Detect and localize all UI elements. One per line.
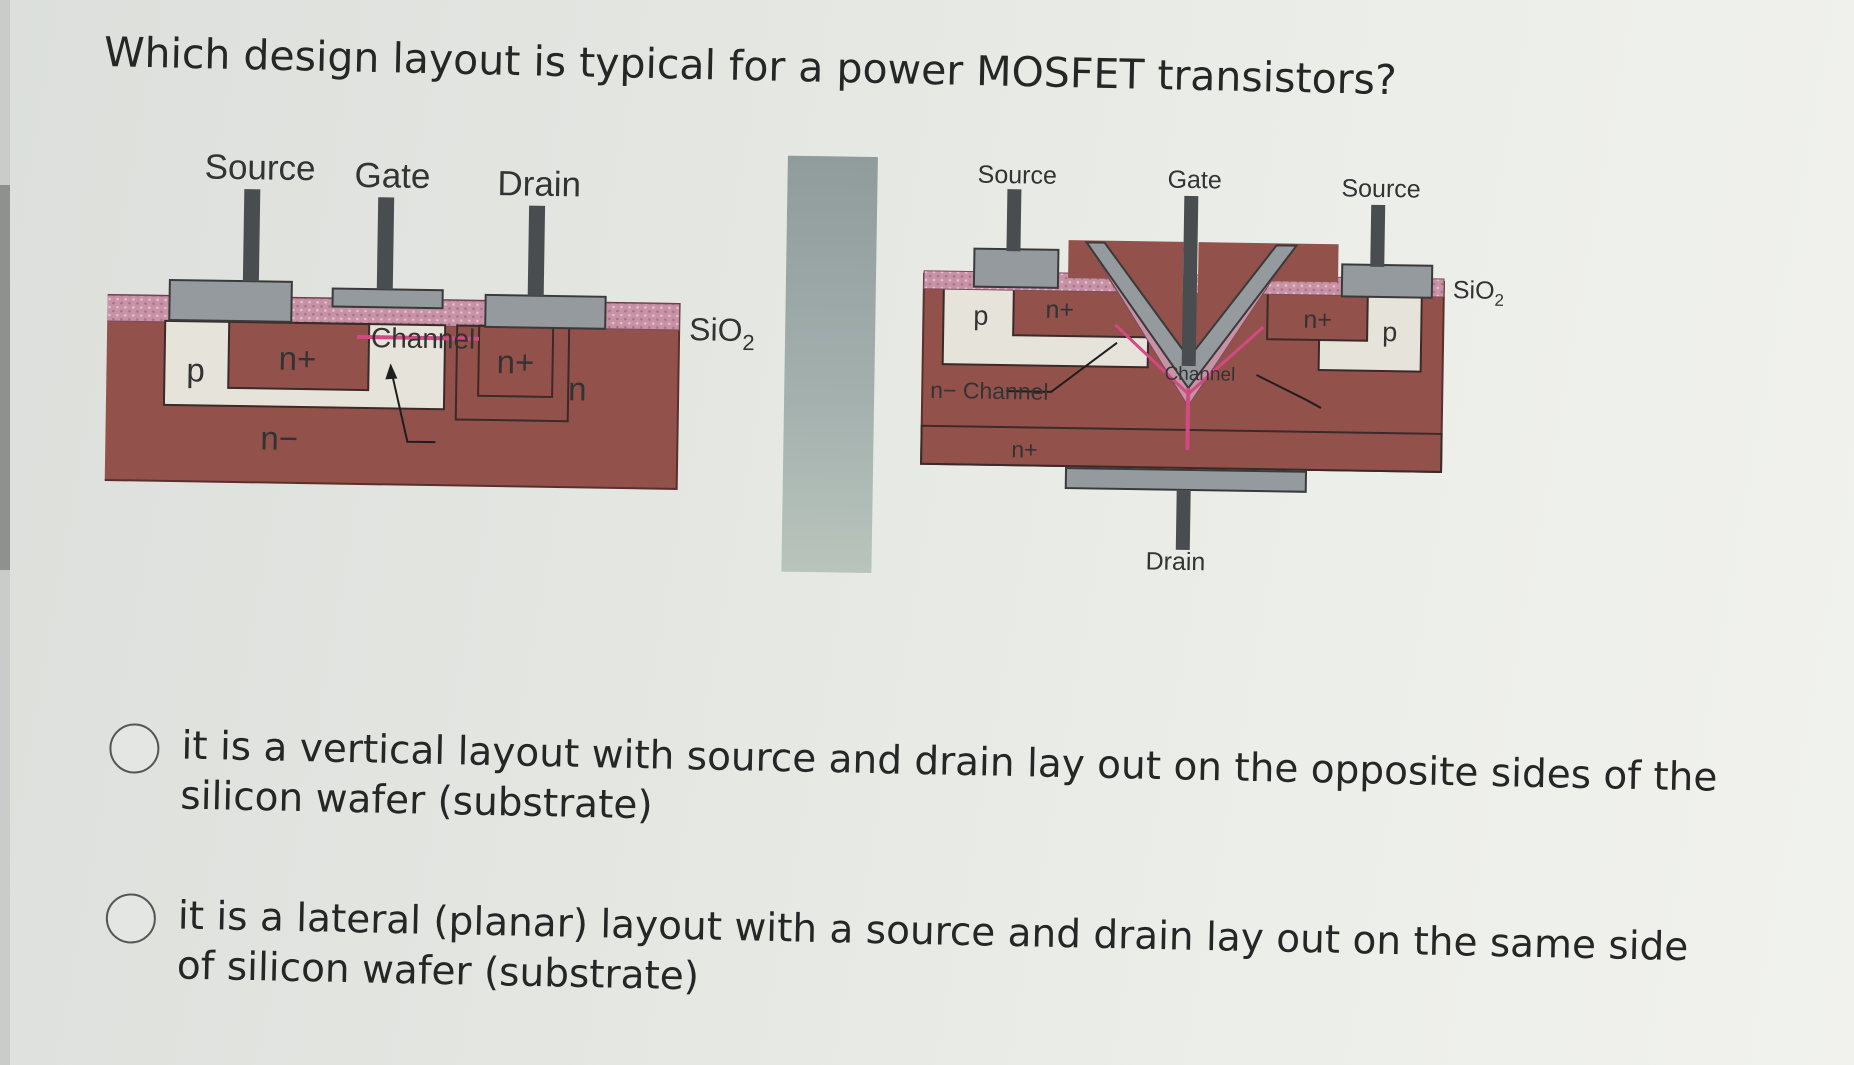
vertical-drain-contact	[1064, 467, 1308, 493]
vertical-channel-line-left	[1114, 323, 1190, 396]
question-text: Which design layout is typical for a pow…	[103, 28, 1398, 105]
lateral-drain-lead	[527, 205, 546, 296]
lateral-channel-pointer	[389, 367, 436, 444]
vertical-n-channel-pointer	[1006, 342, 1118, 393]
lateral-label-oxide: SiO2	[689, 311, 755, 355]
lateral-label-p: p	[186, 351, 205, 388]
lateral-label-substrate: n−	[260, 419, 298, 457]
lateral-channel-arrow	[356, 334, 480, 341]
vertical-source-lead-left	[1006, 189, 1022, 252]
lateral-source-contact	[168, 278, 293, 323]
lateral-label-drain-region: n+	[496, 343, 534, 381]
vertical-label-channel: Channel	[1164, 364, 1235, 386]
lateral-label-n: n	[568, 370, 587, 407]
option-lateral-text: it is a lateral (planar) layout with a s…	[176, 893, 1689, 1000]
lateral-label-gate: Gate	[354, 156, 430, 196]
option-lateral-layout[interactable]: it is a lateral (planar) layout with a s…	[104, 890, 1806, 1026]
vertical-label-p-left: p	[973, 301, 989, 331]
vertical-channel-line-right	[1187, 326, 1265, 396]
lateral-source-lead	[242, 189, 261, 282]
lateral-label-channel: Channel	[371, 322, 476, 355]
vertical-source-lead-right	[1370, 204, 1386, 268]
left-edge-shadow-dark	[0, 185, 10, 570]
vertical-label-substrate: n+	[1011, 436, 1038, 462]
vertical-source-contact-left	[972, 247, 1060, 289]
figure-panel: Source Gate Drain SiO2 Channel p n+ n+ n…	[101, 145, 1800, 711]
lateral-source-region	[227, 320, 371, 392]
vertical-source-contact-right	[1340, 263, 1434, 299]
vertical-label-source-right: Source	[1341, 174, 1421, 203]
diagram-separator	[781, 145, 879, 574]
vertical-gate-lead	[1181, 195, 1199, 367]
vertical-channel-arrow-down	[1185, 387, 1191, 450]
vertical-label-source-left: Source	[977, 161, 1057, 190]
vertical-label-source-region-left: n+	[1045, 296, 1074, 324]
vertical-substrate	[920, 424, 1443, 473]
option-vertical-layout[interactable]: it is a vertical layout with source and …	[108, 720, 1810, 856]
lateral-label-source: Source	[204, 147, 316, 188]
lateral-gate-contact	[331, 287, 444, 310]
vertical-drain-lead	[1175, 489, 1191, 551]
lateral-drain-contact	[484, 293, 607, 330]
lateral-gate-lead	[376, 197, 395, 290]
vertical-label-oxide: SiO2	[1453, 276, 1505, 310]
lateral-label-source-region: n+	[278, 340, 316, 378]
vertical-label-drain: Drain	[1145, 547, 1205, 576]
lateral-pointer-arrowhead	[385, 363, 398, 380]
vertical-mosfet-diagram: Source Gate Source Drain SiO2 p n+ n+ p …	[920, 161, 1505, 576]
radio-button-lateral[interactable]	[105, 892, 157, 944]
vertical-channel-pointer	[1256, 374, 1322, 409]
lateral-mosfet-diagram: Source Gate Drain SiO2 Channel p n+ n+ n…	[101, 147, 755, 490]
option-vertical-text: it is a vertical layout with source and …	[179, 723, 1718, 829]
answer-options: it is a vertical layout with source and …	[104, 720, 1809, 1026]
radio-button-vertical[interactable]	[108, 722, 160, 775]
vertical-label-gate: Gate	[1167, 166, 1222, 195]
vertical-label-source-region-right: n+	[1303, 306, 1332, 334]
lateral-label-drain: Drain	[497, 164, 581, 204]
vertical-label-p-right: p	[1382, 317, 1398, 347]
vertical-label-n-channel: n− Channel	[930, 377, 1049, 405]
